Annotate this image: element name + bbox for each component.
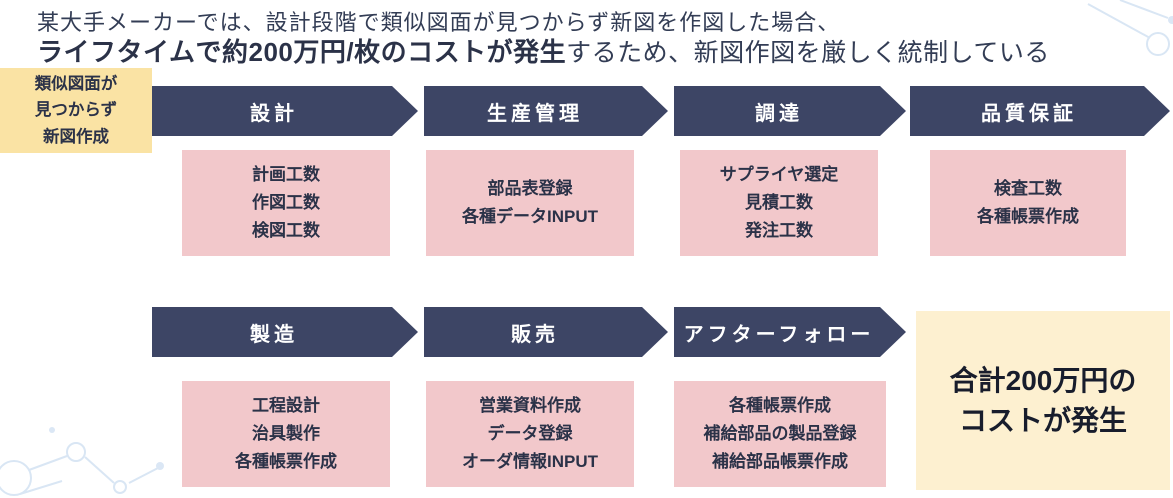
task-line: 各種データINPUT — [462, 207, 598, 226]
task-line: 補給部品帳票作成 — [712, 452, 848, 472]
stage-arrow-manufacturing: 製造 — [152, 307, 418, 357]
stage-label: 販売 — [511, 323, 559, 346]
task-box-manufacturing: 工程設計 治具製作 各種帳票作成 — [182, 381, 390, 487]
task-line: サプライヤ選定 — [719, 164, 839, 184]
task-box-sales: 営業資料作成 データ登録 オーダ情報INPUT — [426, 381, 634, 487]
stage-arrow-production-control: 生産管理 — [424, 86, 668, 136]
task-line: 営業資料作成 — [479, 395, 581, 415]
task-box-procurement: サプライヤ選定 見積工数 発注工数 — [680, 150, 878, 256]
stage-arrow-quality-assurance: 品質保証 — [910, 86, 1170, 136]
task-line: 補給部品の製品登録 — [703, 423, 857, 443]
total-cost-box: 合計200万円の コストが発生 — [916, 311, 1170, 490]
stage-arrow-after-follow: アフターフォロー — [674, 307, 906, 357]
task-line: 治具製作 — [252, 423, 320, 443]
task-line: 各種帳票作成 — [977, 207, 1079, 226]
stage-label: 設計 — [250, 102, 298, 125]
task-line: オーダ情報INPUT — [462, 452, 598, 472]
task-line: 作図工数 — [252, 192, 320, 212]
trigger-box: 類似図面が 見つからず 新図作成 — [0, 68, 152, 153]
task-box-quality-assurance: 検査工数 各種帳票作成 — [930, 150, 1126, 256]
task-line: 各種帳票作成 — [235, 452, 337, 472]
task-line: 発注工数 — [745, 221, 813, 241]
trigger-line: 新図作成 — [43, 127, 109, 146]
task-line: 計画工数 — [252, 164, 320, 184]
task-line: 各種帳票作成 — [729, 395, 831, 415]
stage-label: 製造 — [250, 323, 298, 346]
header-line-2-rest: するため、新図作図を厳しく統制している — [566, 39, 1050, 67]
task-line: 見積工数 — [745, 192, 813, 212]
stage-label: アフターフォロー — [683, 323, 875, 346]
trigger-line: 類似図面が — [34, 74, 118, 93]
stage-arrow-design: 設計 — [152, 86, 418, 136]
task-box-production-control: 部品表登録 各種データINPUT — [426, 150, 634, 256]
total-cost-line: コストが発生 — [958, 404, 1127, 436]
task-box-design: 計画工数 作図工数 検図工数 — [182, 150, 390, 256]
task-line: 部品表登録 — [487, 178, 573, 198]
stage-label: 調達 — [755, 102, 803, 125]
trigger-line: 見つからず — [34, 101, 118, 120]
header-line-1: 某大手メーカーでは、設計段階で類似図面が見つからず新図を作図した場合、 — [37, 10, 841, 35]
stage-label: 品質保証 — [981, 102, 1077, 125]
task-line: 工程設計 — [252, 395, 320, 415]
header-highlight: ライフタイムで約200万円/枚のコストが発生 — [37, 37, 567, 67]
stage-arrow-procurement: 調達 — [674, 86, 906, 136]
task-box-after-follow: 各種帳票作成 補給部品の製品登録 補給部品帳票作成 — [674, 381, 886, 487]
task-line: データ登録 — [487, 423, 573, 443]
stage-label: 生産管理 — [487, 102, 583, 125]
task-line: 検査工数 — [994, 178, 1062, 198]
stage-arrow-sales: 販売 — [424, 307, 668, 357]
total-cost-line: 合計200万円の — [949, 365, 1137, 397]
task-line: 検図工数 — [252, 221, 320, 241]
header-line-2: ライフタイムで約200万円/枚のコストが発生するため、新図作図を厳しく統制してい… — [37, 32, 1050, 69]
